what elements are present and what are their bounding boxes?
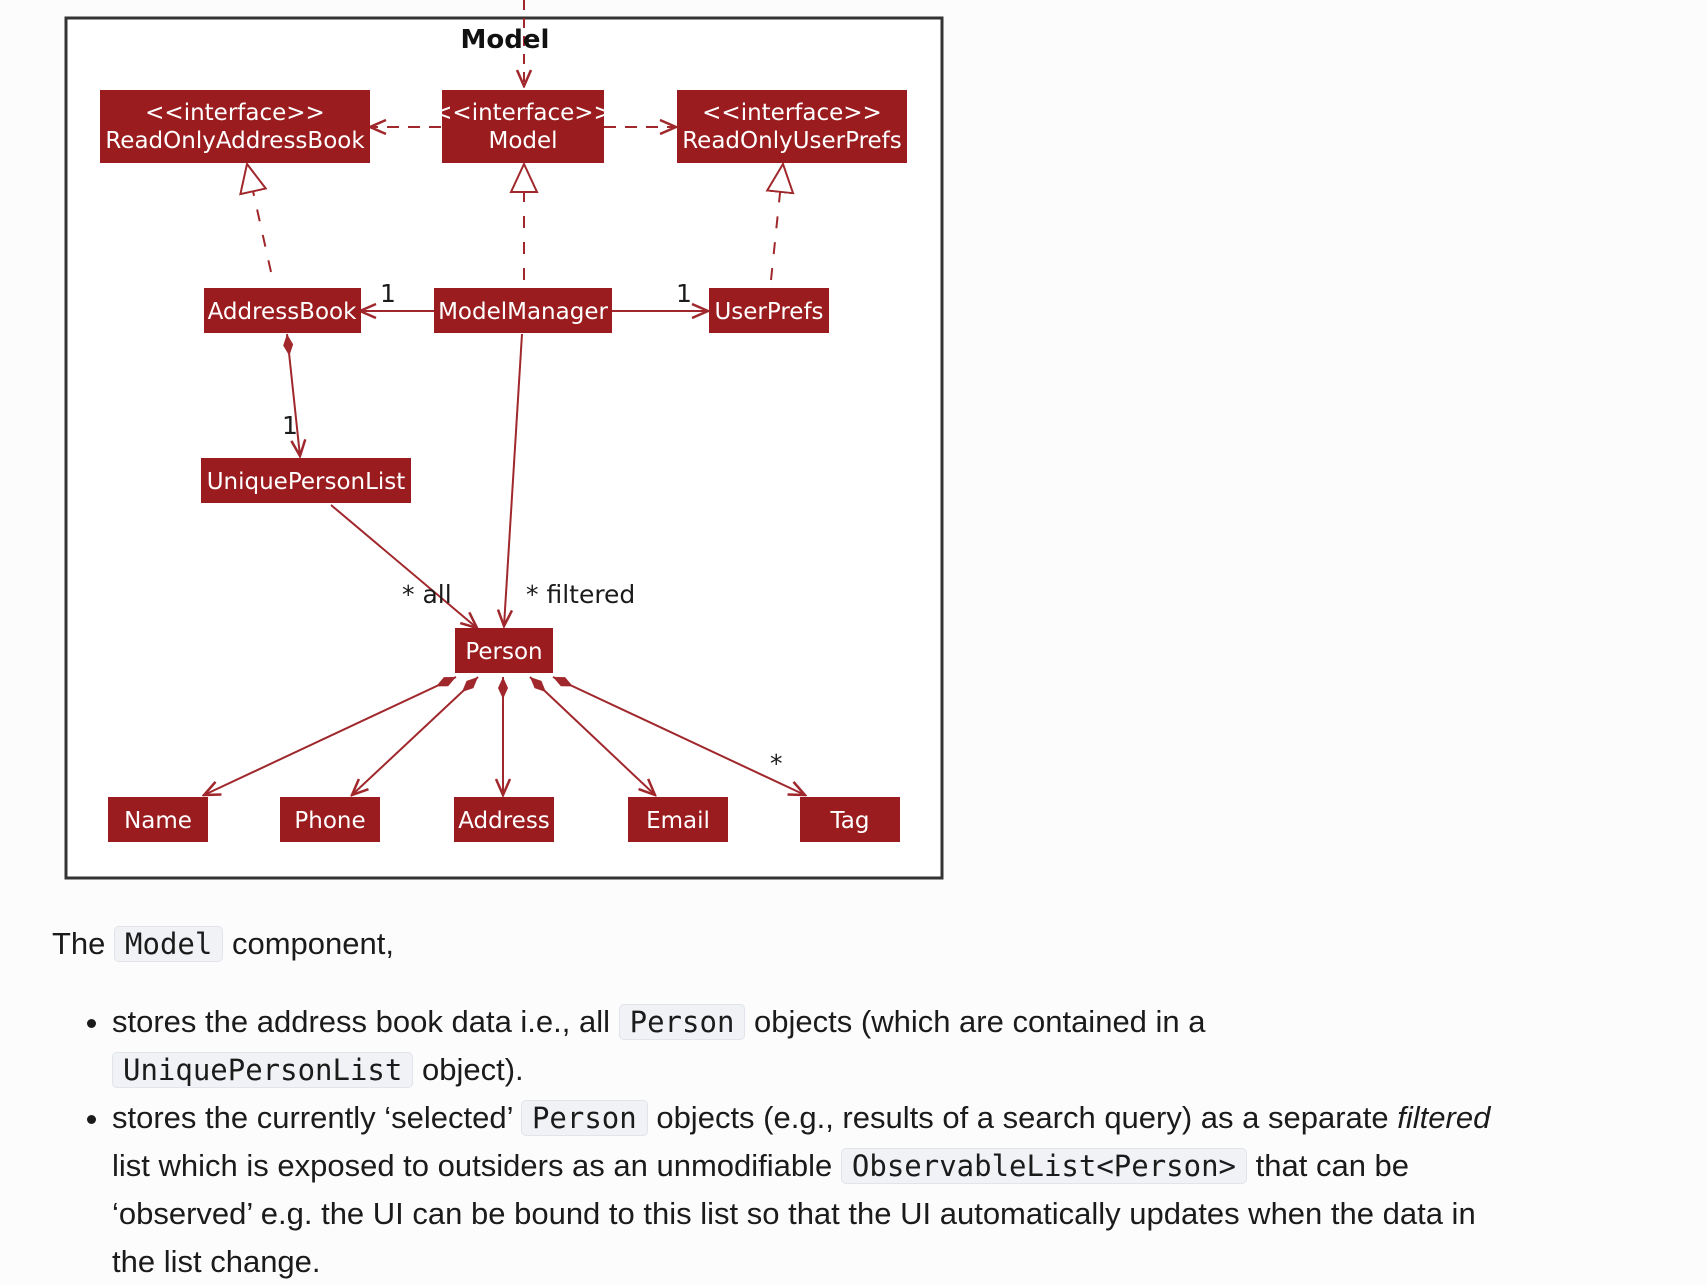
tag-multiplicity: * bbox=[770, 749, 783, 778]
uniquepersonlist-to-person-arrow bbox=[330, 504, 477, 628]
package-title: Model bbox=[461, 25, 550, 55]
person-to-tag-arrow bbox=[552, 676, 805, 795]
node-person: Person bbox=[455, 628, 553, 673]
inline-code-person: Person bbox=[520, 1100, 648, 1136]
svg-text:Person: Person bbox=[465, 639, 542, 665]
svg-text:Address: Address bbox=[458, 808, 550, 834]
addressbook-to-uniquepersonlist-arrow bbox=[287, 333, 300, 456]
node-userprefs: UserPrefs bbox=[709, 288, 829, 333]
svg-text:ReadOnlyUserPrefs: ReadOnlyUserPrefs bbox=[682, 128, 902, 154]
svg-text:ModelManager: ModelManager bbox=[438, 299, 608, 325]
node-email: Email bbox=[628, 797, 728, 842]
svg-text:ReadOnlyAddressBook: ReadOnlyAddressBook bbox=[105, 128, 365, 154]
person-to-phone-arrow bbox=[352, 676, 479, 795]
svg-text:Phone: Phone bbox=[294, 808, 365, 834]
inline-code-person: Person bbox=[618, 1004, 746, 1040]
node-phone: Phone bbox=[280, 797, 380, 842]
svg-text:<<interface>>: <<interface>> bbox=[433, 100, 613, 126]
node-readonlyuserprefs: <<interface>> ReadOnlyUserPrefs bbox=[677, 90, 907, 163]
node-addressbook: AddressBook bbox=[204, 288, 361, 333]
node-modelmanager: ModelManager bbox=[434, 288, 612, 333]
svg-text:Name: Name bbox=[124, 808, 192, 834]
mm-ab-multiplicity: 1 bbox=[380, 279, 396, 308]
svg-text:Model: Model bbox=[488, 128, 557, 154]
list-item: stores the address book data i.e., all P… bbox=[112, 998, 1512, 1094]
svg-text:UniquePersonList: UniquePersonList bbox=[207, 469, 406, 495]
inline-code-model: Model bbox=[114, 926, 224, 962]
node-name: Name bbox=[108, 797, 208, 842]
intro-paragraph: The Model component, bbox=[52, 926, 394, 962]
node-tag: Tag bbox=[800, 797, 900, 842]
responsibility-list: stores the address book data i.e., all P… bbox=[52, 998, 1512, 1286]
all-role-label: * all bbox=[402, 580, 452, 609]
inline-code-observablelist: ObservableList<Person> bbox=[840, 1148, 1248, 1184]
model-class-diagram: Model 1 1 1 * all * filtered * <<interfa… bbox=[64, 0, 944, 880]
modelmanager-to-person-arrow bbox=[504, 333, 523, 626]
node-model-interface: <<interface>> Model bbox=[433, 90, 613, 163]
svg-text:<<interface>>: <<interface>> bbox=[702, 100, 882, 126]
node-readonlyaddressbook: <<interface>> ReadOnlyAddressBook bbox=[100, 90, 370, 163]
inline-code-uniquepersonlist: UniquePersonList bbox=[112, 1052, 414, 1088]
node-address: Address bbox=[454, 797, 554, 842]
svg-text:Email: Email bbox=[646, 808, 710, 834]
svg-text:UserPrefs: UserPrefs bbox=[714, 299, 823, 325]
ab-upl-multiplicity: 1 bbox=[282, 411, 298, 440]
userprefs-realizes-arrow bbox=[771, 164, 783, 281]
emphasis-filtered: filtered bbox=[1397, 1100, 1491, 1135]
addressbook-realizes-arrow bbox=[247, 164, 272, 273]
svg-text:AddressBook: AddressBook bbox=[208, 299, 358, 325]
node-uniquepersonlist: UniquePersonList bbox=[201, 458, 411, 503]
mm-up-multiplicity: 1 bbox=[676, 279, 692, 308]
model-description: The Model component, stores the address … bbox=[52, 920, 1512, 1286]
list-item: stores the currently ‘selected’ Person o… bbox=[112, 1094, 1512, 1286]
svg-text:<<interface>>: <<interface>> bbox=[145, 100, 325, 126]
filtered-role-label: * filtered bbox=[526, 580, 635, 609]
svg-text:Tag: Tag bbox=[830, 808, 870, 834]
